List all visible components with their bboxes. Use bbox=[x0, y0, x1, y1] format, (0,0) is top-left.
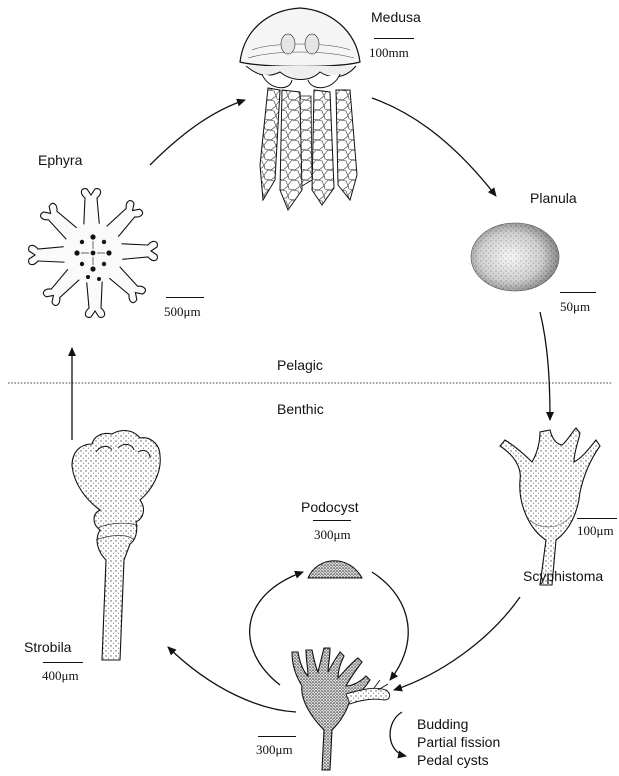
scale-planula: 50μm bbox=[560, 299, 590, 315]
scale-bar-medusa bbox=[374, 38, 414, 39]
polyp-illustration bbox=[292, 648, 390, 770]
arrow-scyphistoma-to-polyp bbox=[394, 597, 520, 690]
scale-polyp: 300μm bbox=[256, 742, 293, 758]
arrow-reproduction-loop bbox=[390, 712, 406, 756]
ephyra-illustration bbox=[29, 189, 158, 318]
arrow-medusa-to-planula bbox=[372, 98, 496, 196]
label-planula: Planula bbox=[530, 190, 577, 206]
scale-strobila: 400μm bbox=[42, 668, 79, 684]
scale-scyphistoma: 100μm bbox=[577, 523, 614, 539]
strobila-illustration bbox=[72, 431, 160, 660]
label-podocyst: Podocyst bbox=[301, 499, 359, 515]
arrow-ephyra-to-medusa bbox=[150, 100, 245, 165]
scale-bar-polyp bbox=[258, 736, 296, 737]
reproduction-budding: Budding bbox=[417, 716, 468, 732]
zone-pelagic: Pelagic bbox=[277, 357, 323, 373]
scale-ephyra: 500μm bbox=[164, 304, 201, 320]
reproduction-pedal-cysts: Pedal cysts bbox=[417, 752, 489, 768]
scyphistoma-illustration bbox=[500, 428, 600, 585]
scale-bar-strobila bbox=[43, 662, 83, 663]
zone-benthic: Benthic bbox=[277, 401, 324, 417]
scale-bar-scyphistoma bbox=[577, 518, 617, 519]
label-strobila: Strobila bbox=[24, 639, 71, 655]
label-ephyra: Ephyra bbox=[38, 152, 82, 168]
arrow-podocyst-to-polyp bbox=[372, 572, 408, 680]
label-scyphistoma: Scyphistoma bbox=[523, 568, 603, 584]
podocyst-illustration bbox=[308, 561, 362, 578]
arrow-planula-to-scyphistoma bbox=[540, 312, 550, 420]
scale-podocyst: 300μm bbox=[314, 527, 351, 543]
scale-bar-planula bbox=[560, 292, 596, 293]
label-medusa: Medusa bbox=[371, 9, 421, 25]
scale-bar-ephyra bbox=[166, 297, 204, 298]
medusa-illustration bbox=[240, 8, 360, 210]
scale-bar-podocyst bbox=[313, 520, 351, 521]
scale-medusa: 100mm bbox=[369, 45, 409, 61]
planula-illustration bbox=[471, 223, 559, 291]
reproduction-partial-fission: Partial fission bbox=[417, 734, 500, 750]
arrow-polyp-to-strobila bbox=[168, 647, 296, 712]
